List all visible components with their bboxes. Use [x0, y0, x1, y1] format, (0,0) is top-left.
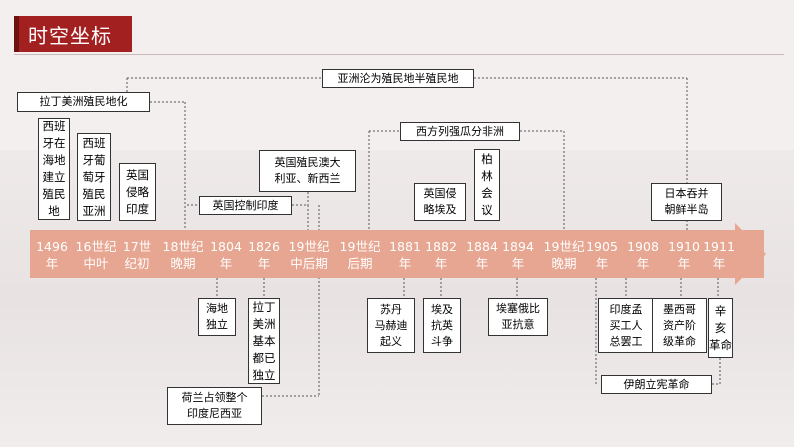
timeline-tick: 17世 纪初	[122, 239, 152, 271]
event-britain-invade-india: 英国 侵略 印度	[119, 163, 156, 221]
timeline-tick: 19世纪 晚期	[543, 239, 585, 271]
event-xinhai-revolution: 辛 亥 革命	[708, 298, 733, 358]
timeline-tick: 1884 年	[466, 239, 498, 271]
timeline-tick: 1804 年	[210, 239, 242, 271]
timeline-tick: 19世纪 后期	[339, 239, 381, 271]
event-sudan-mahdi: 苏丹 马赫迪 起义	[367, 298, 415, 353]
event-egypt-resistance: 埃及 抗英 斗争	[423, 298, 461, 353]
timeline-tick: 16世纪 中叶	[75, 239, 117, 271]
title-divider	[14, 54, 784, 55]
timeline-tick: 1905 年	[586, 239, 618, 271]
event-latin-america-colonized: 拉丁美洲殖民地化	[17, 92, 150, 112]
event-iran-revolution: 伊朗立宪革命	[601, 375, 712, 394]
event-britain-control-india: 英国控制印度	[199, 196, 292, 215]
timeline-tick: 18世纪 晚期	[162, 239, 204, 271]
event-britain-australia: 英国殖民澳大 利亚、新西兰	[259, 150, 356, 192]
event-berlin-conference: 柏 林 会 议	[474, 149, 500, 221]
timeline-tick: 1496 年	[36, 239, 68, 271]
event-spain-haiti: 西班 牙在 海地 建立 殖民 地	[38, 118, 70, 220]
timeline-arrow-band	[30, 230, 764, 278]
event-india-strike: 印度孟 买工人 总罢工	[598, 298, 654, 353]
timeline-tick: 1911 年	[703, 239, 735, 271]
event-spain-portugal-asia: 西班 牙葡 萄牙 殖民 亚洲	[77, 133, 111, 221]
event-asia-colonized: 亚洲沦为殖民地半殖民地	[322, 69, 474, 88]
timeline-tick: 19世纪 中后期	[288, 239, 330, 271]
timeline-tick: 1910 年	[668, 239, 700, 271]
timeline-tick: 1908 年	[627, 239, 659, 271]
timeline-tick: 1882 年	[425, 239, 457, 271]
event-africa-partition: 西方列强瓜分非洲	[400, 122, 520, 141]
timeline-tick: 1881 年	[389, 239, 421, 271]
timeline-tick: 1826 年	[248, 239, 280, 271]
timeline-tick: 1894 年	[502, 239, 534, 271]
event-japan-korea: 日本吞并 朝鲜半岛	[651, 183, 722, 221]
title-accent	[14, 16, 19, 52]
event-ethiopia-resistance: 埃塞俄比 亚抗意	[488, 298, 548, 336]
page-title-text: 时空坐标	[28, 23, 112, 48]
event-latin-america-independence: 拉丁 美洲 基本 都已 独立	[248, 298, 280, 384]
event-haiti-independence: 海地 独立	[198, 298, 236, 336]
event-dutch-indonesia: 荷兰占领整个 印度尼西亚	[167, 387, 262, 425]
page-title: 时空坐标	[14, 16, 132, 52]
event-mexico-revolution: 墨西哥 资产阶 级革命	[652, 298, 707, 353]
event-britain-egypt: 英国侵 略埃及	[414, 183, 466, 221]
timeline-arrow-head	[735, 223, 766, 285]
